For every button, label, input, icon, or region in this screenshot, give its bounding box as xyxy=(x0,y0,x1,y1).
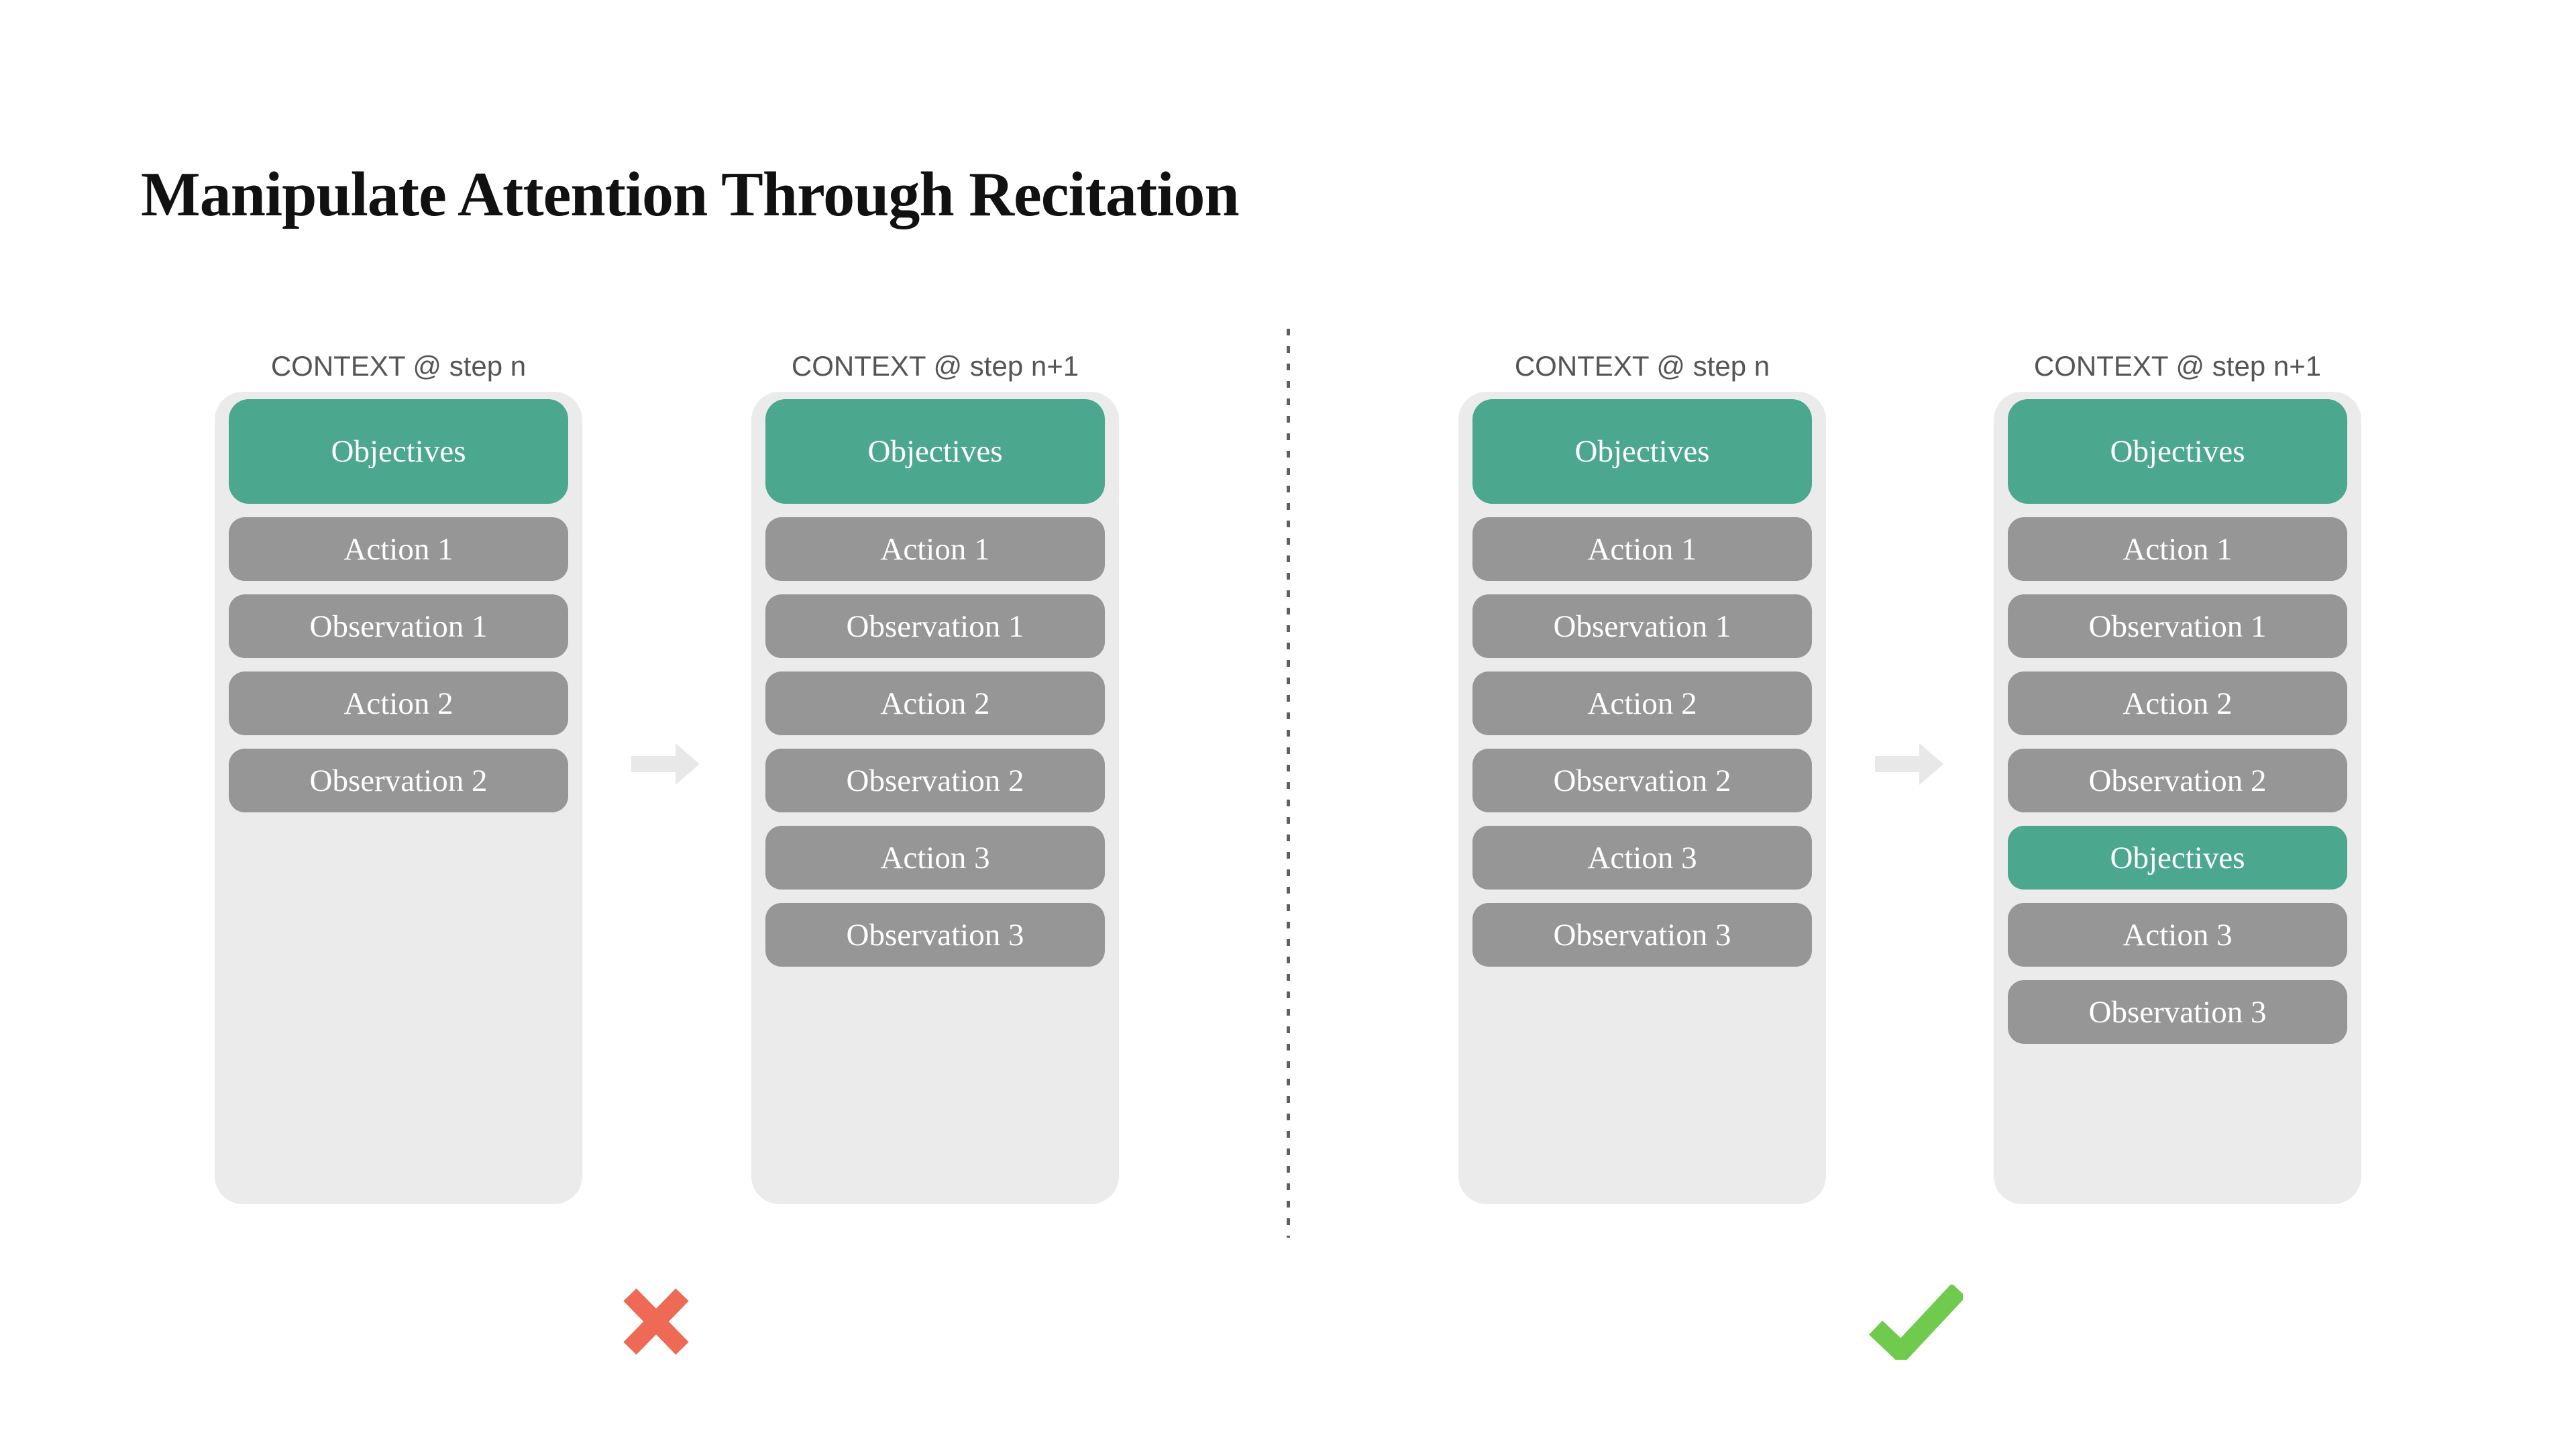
column-header: CONTEXT @ step n+1 xyxy=(2033,350,2322,382)
pill-observation-1: Observation 1 xyxy=(229,594,568,658)
pill-objectives: Objectives xyxy=(1472,399,1812,504)
check-icon xyxy=(1869,1285,1963,1360)
pill-objectives: Objectives xyxy=(2008,399,2347,504)
column-header: CONTEXT @ step n+1 xyxy=(791,350,1079,382)
pill-observation-2: Observation 2 xyxy=(1472,749,1812,812)
pill-observation-2: Observation 2 xyxy=(229,749,568,812)
pill-observation-2: Observation 2 xyxy=(2008,749,2347,812)
column-header: CONTEXT @ step n xyxy=(270,350,527,382)
pill-objectives: Objectives xyxy=(2008,826,2347,890)
pill-objectives: Objectives xyxy=(229,399,568,504)
pill-action-1: Action 1 xyxy=(1472,517,1812,581)
arrow-right-icon xyxy=(1875,743,1943,785)
cross-icon xyxy=(623,1288,689,1355)
pill-action-1: Action 1 xyxy=(229,517,568,581)
pill-objectives: Objectives xyxy=(765,399,1105,504)
page-title: Manipulate Attention Through Recitation xyxy=(141,159,1240,229)
pill-observation-1: Observation 1 xyxy=(1472,594,1812,658)
pill-action-3: Action 3 xyxy=(2008,903,2347,967)
arrow-right-icon xyxy=(631,743,700,785)
pill-observation-3: Observation 3 xyxy=(765,903,1105,967)
pill-observation-1: Observation 1 xyxy=(765,594,1105,658)
pill-action-2: Action 2 xyxy=(229,672,568,735)
pill-observation-2: Observation 2 xyxy=(765,749,1105,812)
pill-observation-3: Observation 3 xyxy=(1472,903,1812,967)
dashed-divider xyxy=(1287,329,1290,1238)
pill-observation-1: Observation 1 xyxy=(2008,594,2347,658)
pill-action-2: Action 2 xyxy=(765,672,1105,735)
pill-action-2: Action 2 xyxy=(2008,672,2347,735)
pill-action-2: Action 2 xyxy=(1472,672,1812,735)
pill-action-3: Action 3 xyxy=(765,826,1105,890)
pill-observation-3: Observation 3 xyxy=(2008,980,2347,1044)
pill-action-3: Action 3 xyxy=(1472,826,1812,890)
pill-action-1: Action 1 xyxy=(2008,517,2347,581)
pill-action-1: Action 1 xyxy=(765,517,1105,581)
column-header: CONTEXT @ step n xyxy=(1514,350,1770,382)
